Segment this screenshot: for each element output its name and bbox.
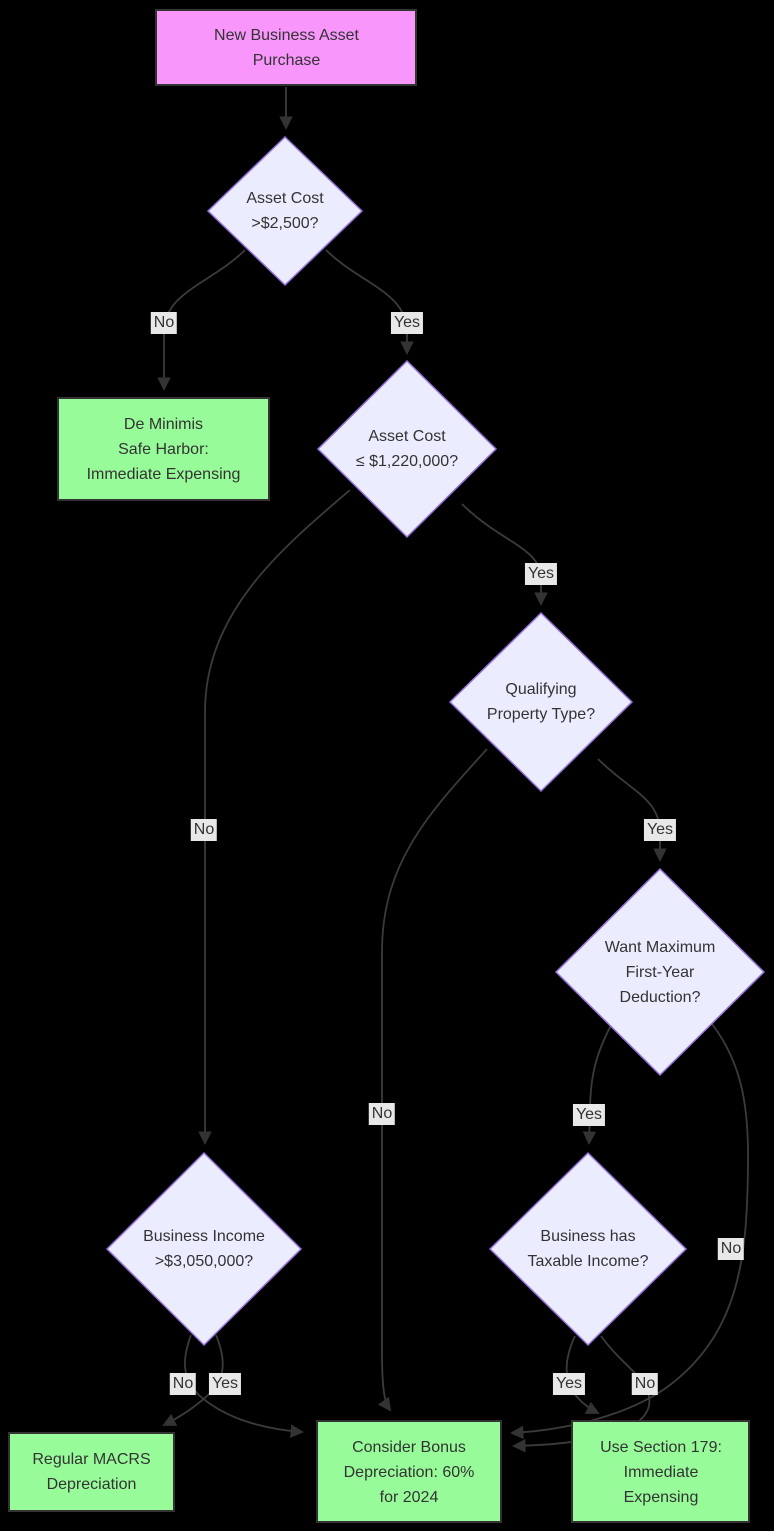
edge-asset-cost-1220000-yes <box>461 503 548 607</box>
edge-asset-cost-1220000-no <box>198 489 351 1146</box>
de-minimis-node-shape <box>57 397 270 501</box>
qualifying-property-diamond-shape <box>448 611 634 793</box>
edge-qualifying-property-no <box>377 748 488 1412</box>
edge-taxable-income-yes <box>565 1335 600 1414</box>
asset-cost-1220000-diamond-shape <box>316 359 498 539</box>
edge-business-income-no <box>184 1334 305 1438</box>
business-income-diamond-shape <box>105 1151 303 1347</box>
edge-asset-cost-2500-yes <box>325 249 414 356</box>
edge-taxable-income-no <box>511 1335 651 1453</box>
edge-asset-cost-2500-no <box>157 249 246 392</box>
section179-node-shape <box>571 1420 750 1523</box>
taxable-income-diamond-shape <box>488 1151 688 1347</box>
edge-want-max-deduction-no <box>509 1023 749 1440</box>
macrs-node-shape <box>8 1432 175 1512</box>
start-node-shape <box>155 9 417 86</box>
want-max-deduction-diamond-shape <box>554 867 766 1077</box>
edge-want-max-deduction-yes <box>582 1015 617 1146</box>
asset-cost-2500-diamond-shape <box>206 135 364 287</box>
edge-business-income-yes <box>162 1334 224 1426</box>
edge-qualifying-property-yes <box>597 758 667 863</box>
bonus-node-shape <box>316 1420 502 1523</box>
